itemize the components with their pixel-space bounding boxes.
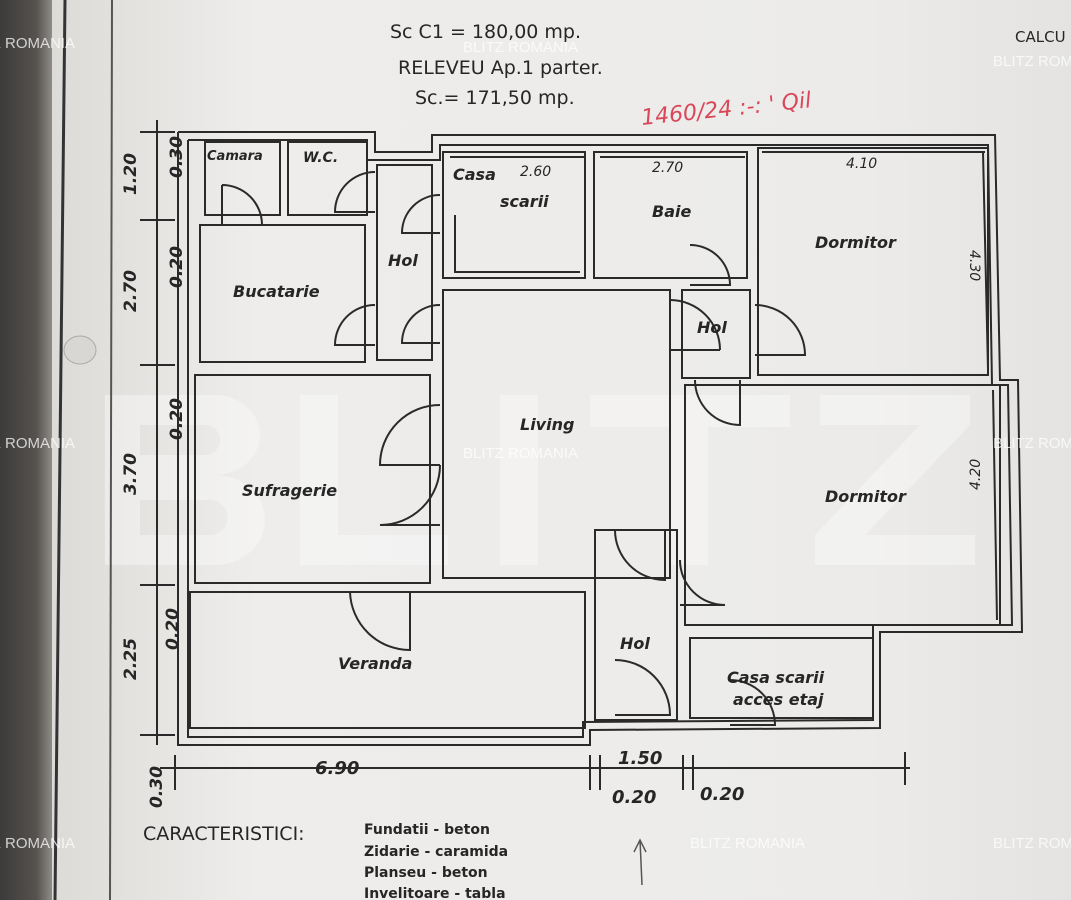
watermark-small: BLITZ ROMANIA <box>463 445 578 462</box>
margin-line <box>109 0 113 900</box>
dim-left-8: 0.20 <box>163 608 183 650</box>
watermark-big-logo <box>105 395 975 565</box>
dim-left-7: 2.25 <box>121 638 141 680</box>
room-dormitor-bottom <box>684 384 1001 626</box>
label-wc: W.C. <box>303 150 338 166</box>
floor-plan-paper <box>52 0 1071 900</box>
room-wc <box>287 141 368 216</box>
label-casa: Casa <box>453 165 496 184</box>
label-acces-etaj: acces etaj <box>733 690 824 709</box>
dim-dormitor-w: 4.10 <box>846 156 877 172</box>
watermark-small: BLITZ ROMANIA <box>993 53 1071 70</box>
room-baie <box>593 151 748 279</box>
room-bucatarie <box>199 224 366 363</box>
dim-dormitor-h: 4.30 <box>966 250 982 281</box>
watermark-small: BLITZ ROMANIA <box>690 835 805 852</box>
room-hol-bottom <box>594 529 678 721</box>
dim-left-9: 0.30 <box>147 766 167 808</box>
paper-edge-shadow <box>0 0 52 900</box>
label-hol-mid: Hol <box>697 318 727 337</box>
watermark-small: BLITZ ROMANIA <box>0 35 75 52</box>
dim-dormitor2-h: 4.20 <box>968 459 984 490</box>
north-arrow-icon <box>633 838 647 886</box>
label-veranda: Veranda <box>338 654 412 673</box>
watermark-small: BLITZ ROMANIA <box>0 835 75 852</box>
characteristic-item: Fundatii - beton <box>364 822 490 838</box>
watermark-small: BLITZ ROMANIA <box>993 835 1071 852</box>
label-living: Living <box>520 415 574 434</box>
doors <box>221 171 807 726</box>
room-casa-scarii <box>442 151 586 279</box>
label-camara: Camara <box>207 149 263 164</box>
label-hol-bottom: Hol <box>620 634 650 653</box>
label-dormitor-top: Dormitor <box>815 233 897 252</box>
dim-casa-scarii: 2.60 <box>520 164 551 180</box>
room-veranda <box>189 591 586 729</box>
dim-bottom-hol: 1.50 <box>618 748 662 769</box>
dim-bottom-wall1: 0.20 <box>612 787 656 808</box>
dim-left-2: 0.30 <box>167 136 187 178</box>
label-casa-scarii-acces: Casa scarii <box>727 668 825 687</box>
watermark-small: BLITZ ROMANIA <box>463 39 578 56</box>
room-hol-top <box>376 164 433 361</box>
sc-text: Sc.= 171,50 mp. <box>415 87 575 109</box>
margin-line <box>53 0 67 900</box>
handwritten-note: 1460/24 :-: ' Qil <box>640 88 812 131</box>
label-bucatarie: Bucatarie <box>233 282 320 301</box>
punch-hole <box>63 335 97 365</box>
dim-left-3: 2.70 <box>121 270 141 312</box>
label-dormitor-bottom: Dormitor <box>825 487 907 506</box>
characteristic-item: Invelitoare - tabla <box>364 886 506 900</box>
label-baie: Baie <box>652 202 691 221</box>
room-casa-scarii-acces <box>689 637 874 719</box>
room-camara <box>204 141 281 216</box>
dim-baie: 2.70 <box>652 160 683 176</box>
label-hol-top: Hol <box>388 251 418 270</box>
dim-left-5: 0.20 <box>167 398 187 440</box>
watermark-small: BLITZ ROMANIA <box>993 435 1071 452</box>
characteristic-item: Zidarie - caramida <box>364 844 508 860</box>
sc-c1-text: Sc C1 = 180,00 mp. <box>390 21 581 43</box>
corner-text: CALCU <box>1015 28 1066 46</box>
label-sufragerie: Sufragerie <box>242 481 337 500</box>
dimension-lines <box>140 120 998 790</box>
stairs <box>454 215 580 273</box>
room-living <box>442 289 671 579</box>
room-sufragerie <box>194 374 431 584</box>
dim-left-1: 1.20 <box>121 153 141 195</box>
dim-left-6: 3.70 <box>121 453 141 495</box>
dim-bottom-main: 6.90 <box>315 758 359 779</box>
characteristic-item: Planseu - beton <box>364 865 488 881</box>
dim-bottom-wall2: 0.20 <box>700 784 744 805</box>
dim-left-4: 0.20 <box>167 246 187 288</box>
releveu-title: RELEVEU Ap.1 parter. <box>398 57 603 79</box>
characteristics-title: CARACTERISTICI: <box>143 823 305 845</box>
outer-walls <box>177 131 1024 746</box>
room-dormitor-top <box>757 147 989 376</box>
room-hol-mid <box>681 289 751 379</box>
label-scarii: scarii <box>500 192 549 211</box>
watermark-small: BLITZ ROMANIA <box>0 435 75 452</box>
